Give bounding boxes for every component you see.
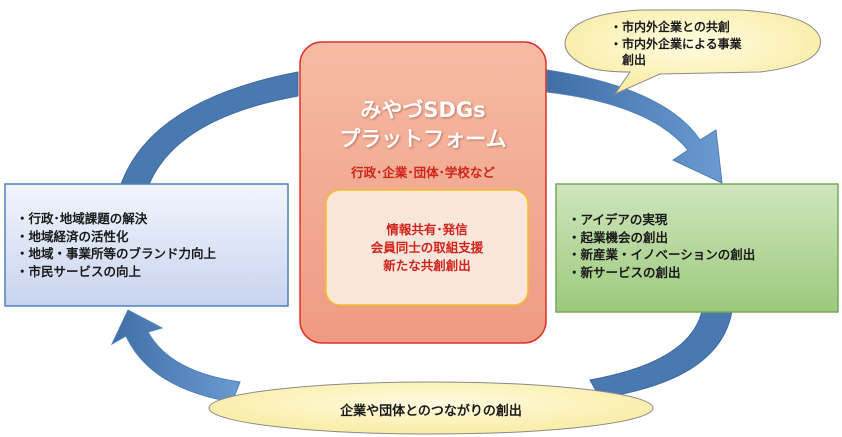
- platform-subtitle: 行政･企業･団体･学校など: [351, 165, 495, 180]
- bottom-oval-label: 企業や団体とのつながりの創出: [340, 404, 522, 419]
- bubble-item: 創出: [610, 53, 647, 67]
- right-benefit-item: ・新産業・イノベーションの創出: [568, 247, 756, 262]
- right-benefit-item: ・アイデアの実現: [568, 212, 668, 227]
- right-benefit-item: ・新サービスの創出: [568, 264, 681, 280]
- bubble-item: ・市内外企業による事業: [610, 36, 742, 51]
- cycle-arrow-bottom-right: [589, 310, 733, 399]
- left-benefit-item: ・地域経済の活性化: [16, 228, 129, 244]
- cycle-arrow-top-right: [546, 69, 723, 184]
- platform-function-item: 情報共有･発信: [386, 222, 468, 237]
- left-benefit-item: ・行政･地域課題の解決: [16, 211, 148, 226]
- cycle-arrow-top-left: [119, 71, 299, 188]
- platform-title-line1: みやづSDGs: [360, 98, 486, 122]
- bottom-oval: [208, 381, 654, 435]
- right-benefits-list: ・アイデアの実現 ・起業機会の創出 ・新産業・イノベーションの創出 ・新サービス…: [568, 211, 755, 281]
- platform-function-item: 会員同士の取組支援: [370, 240, 484, 255]
- left-benefit-item: ・市民サービスの向上: [16, 263, 142, 279]
- bubble-item: ・市内外企業との共創: [610, 20, 730, 34]
- right-benefits-box: [555, 183, 839, 313]
- platform-title-line2: プラットフォーム: [339, 127, 507, 151]
- left-benefits-list: ・行政･地域課題の解決 ・地域経済の活性化 ・地域・事業所等のブランド力向上 ・…: [16, 210, 216, 280]
- platform-inner-box: [325, 189, 529, 306]
- left-benefits-box: [4, 183, 289, 307]
- platform-functions: 情報共有･発信 会員同士の取組支援 新たな共創創出: [326, 221, 528, 275]
- platform-function-item: 新たな共創創出: [383, 258, 471, 273]
- right-benefit-item: ・起業機会の創出: [568, 229, 669, 245]
- platform-title: みやづSDGs プラットフォーム: [300, 96, 546, 154]
- left-benefit-item: ・地域・事業所等のブランド力向上: [16, 246, 217, 261]
- top-speech-bubble: [564, 9, 821, 96]
- cycle-arrow-bottom-left: [110, 309, 241, 403]
- top-bubble-text: ・市内外企業との共創 ・市内外企業による事業 創出: [610, 19, 742, 69]
